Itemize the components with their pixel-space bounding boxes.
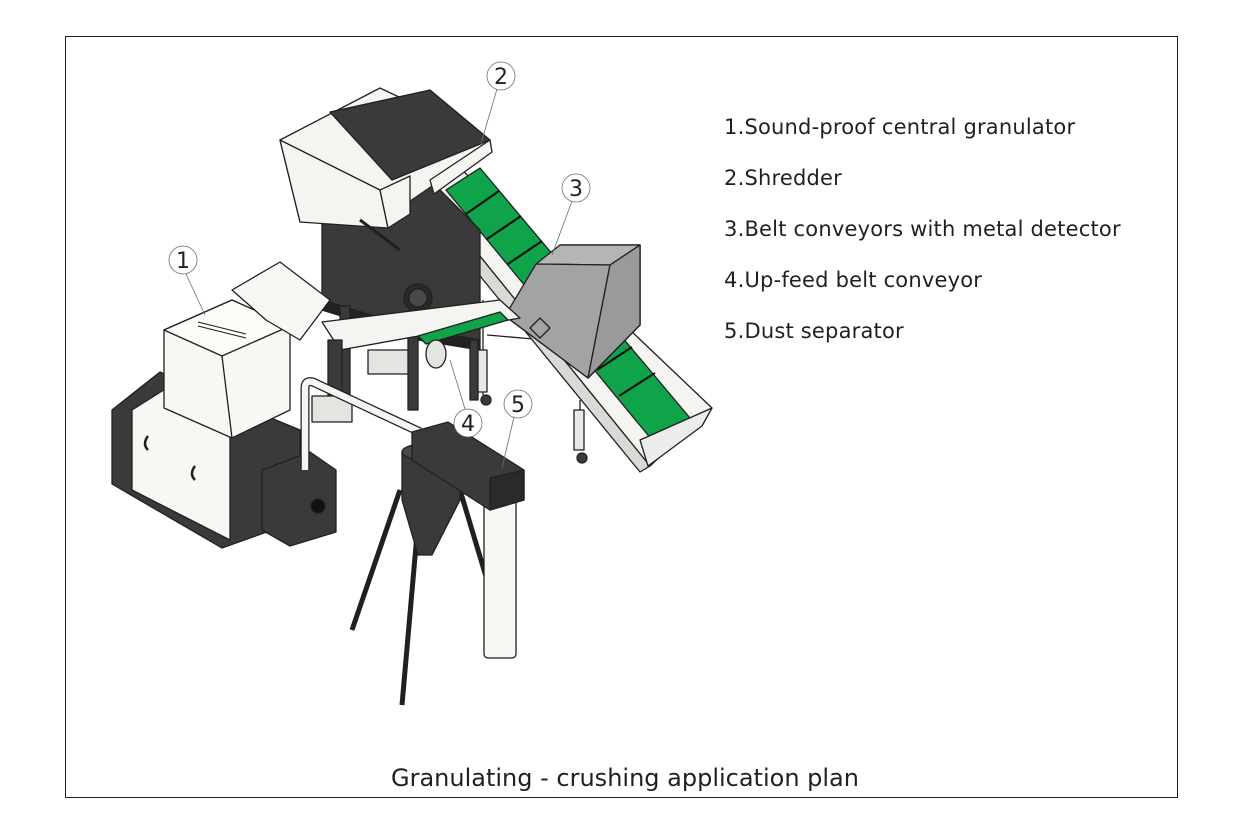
conveyor-leg-adjuster xyxy=(573,409,585,451)
legend-number: 3 xyxy=(724,217,738,241)
legend-item: 1.Sound-proof central granulator xyxy=(724,115,1076,139)
granulator-feed-throat xyxy=(231,261,331,341)
callout-3-circle xyxy=(561,173,591,203)
legend-label: Dust separator xyxy=(744,319,904,343)
callout-1-leader xyxy=(185,273,206,316)
callout-5-number: 5 xyxy=(511,393,525,418)
callout-4-number: 4 xyxy=(461,412,475,437)
legend-label: Belt conveyors with metal detector xyxy=(744,217,1121,241)
legend-label: Up-feed belt conveyor xyxy=(744,268,983,292)
up-feed-belt xyxy=(417,311,509,345)
callout-5-leader xyxy=(501,416,515,469)
callout-2-number: 2 xyxy=(494,65,508,90)
callout-5-circle xyxy=(503,389,533,419)
legend-number: 4 xyxy=(724,268,738,292)
shredder xyxy=(279,87,493,417)
sound-proof-granulator xyxy=(111,261,337,549)
callout-1-circle xyxy=(168,245,198,275)
caster-wheel xyxy=(576,452,588,464)
granulator-motor-box xyxy=(261,451,337,547)
diagram-caption: Granulating - crushing application plan xyxy=(391,764,859,792)
legend-list: 1.Sound-proof central granulator 2.Shred… xyxy=(724,112,1121,367)
legend-item: 2.Shredder xyxy=(724,166,842,190)
legend-label: Shredder xyxy=(744,166,842,190)
legend-label: Sound-proof central granulator xyxy=(744,115,1076,139)
legend-item: 4.Up-feed belt conveyor xyxy=(724,268,983,292)
callout-4-circle xyxy=(453,408,483,438)
up-feed-belt-conveyor xyxy=(311,299,521,423)
callout-3-leader xyxy=(551,200,573,256)
dust-separator xyxy=(300,377,525,706)
legend-item: 5.Dust separator xyxy=(724,319,904,343)
legend-number: 1 xyxy=(724,115,738,139)
callout-3-number: 3 xyxy=(569,177,583,202)
hood-vents xyxy=(197,321,247,339)
legend-number: 2 xyxy=(724,166,738,190)
callout-2-leader xyxy=(479,88,498,148)
filter-sleeve xyxy=(483,499,517,659)
caster-wheel xyxy=(480,394,492,406)
legend-number: 5 xyxy=(724,319,738,343)
callout-1-number: 1 xyxy=(176,249,190,274)
callout-2-circle xyxy=(486,61,516,91)
discharge-tray xyxy=(639,407,713,467)
legend-item: 3.Belt conveyors with metal detector xyxy=(724,217,1121,241)
metal-detector-window xyxy=(529,317,551,339)
diagram-frame xyxy=(65,36,1178,798)
callout-4-leader xyxy=(449,359,466,410)
